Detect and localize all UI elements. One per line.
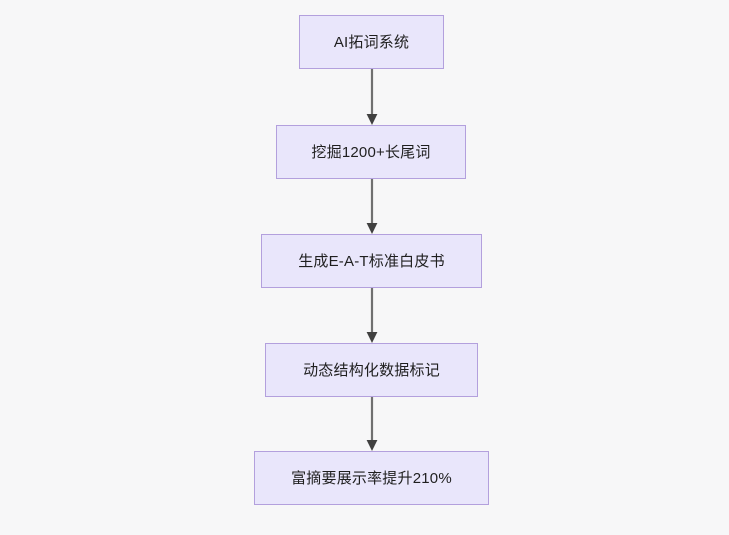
flowchart-connector-arrow-down bbox=[362, 288, 382, 343]
flowchart-node-n3[interactable]: 生成E-A-T标准白皮书 bbox=[261, 234, 482, 288]
flowchart-node-label: 动态结构化数据标记 bbox=[303, 361, 440, 379]
flowchart-connector-arrow-down bbox=[362, 69, 382, 125]
flowchart-connector-arrow-down bbox=[362, 397, 382, 451]
flowchart-node-label: 富摘要展示率提升210% bbox=[291, 469, 452, 487]
flowchart-node-label: 挖掘1200+长尾词 bbox=[311, 143, 431, 161]
flowchart-node-n1[interactable]: AI拓词系统 bbox=[299, 15, 444, 69]
flowchart-node-label: AI拓词系统 bbox=[333, 33, 410, 51]
flowchart-node-n2[interactable]: 挖掘1200+长尾词 bbox=[276, 125, 466, 179]
flowchart-node-n4[interactable]: 动态结构化数据标记 bbox=[265, 343, 478, 397]
flowchart-node-label: 生成E-A-T标准白皮书 bbox=[298, 252, 445, 270]
flowchart-node-n5[interactable]: 富摘要展示率提升210% bbox=[254, 451, 489, 505]
flowchart-connector-arrow-down bbox=[362, 179, 382, 234]
